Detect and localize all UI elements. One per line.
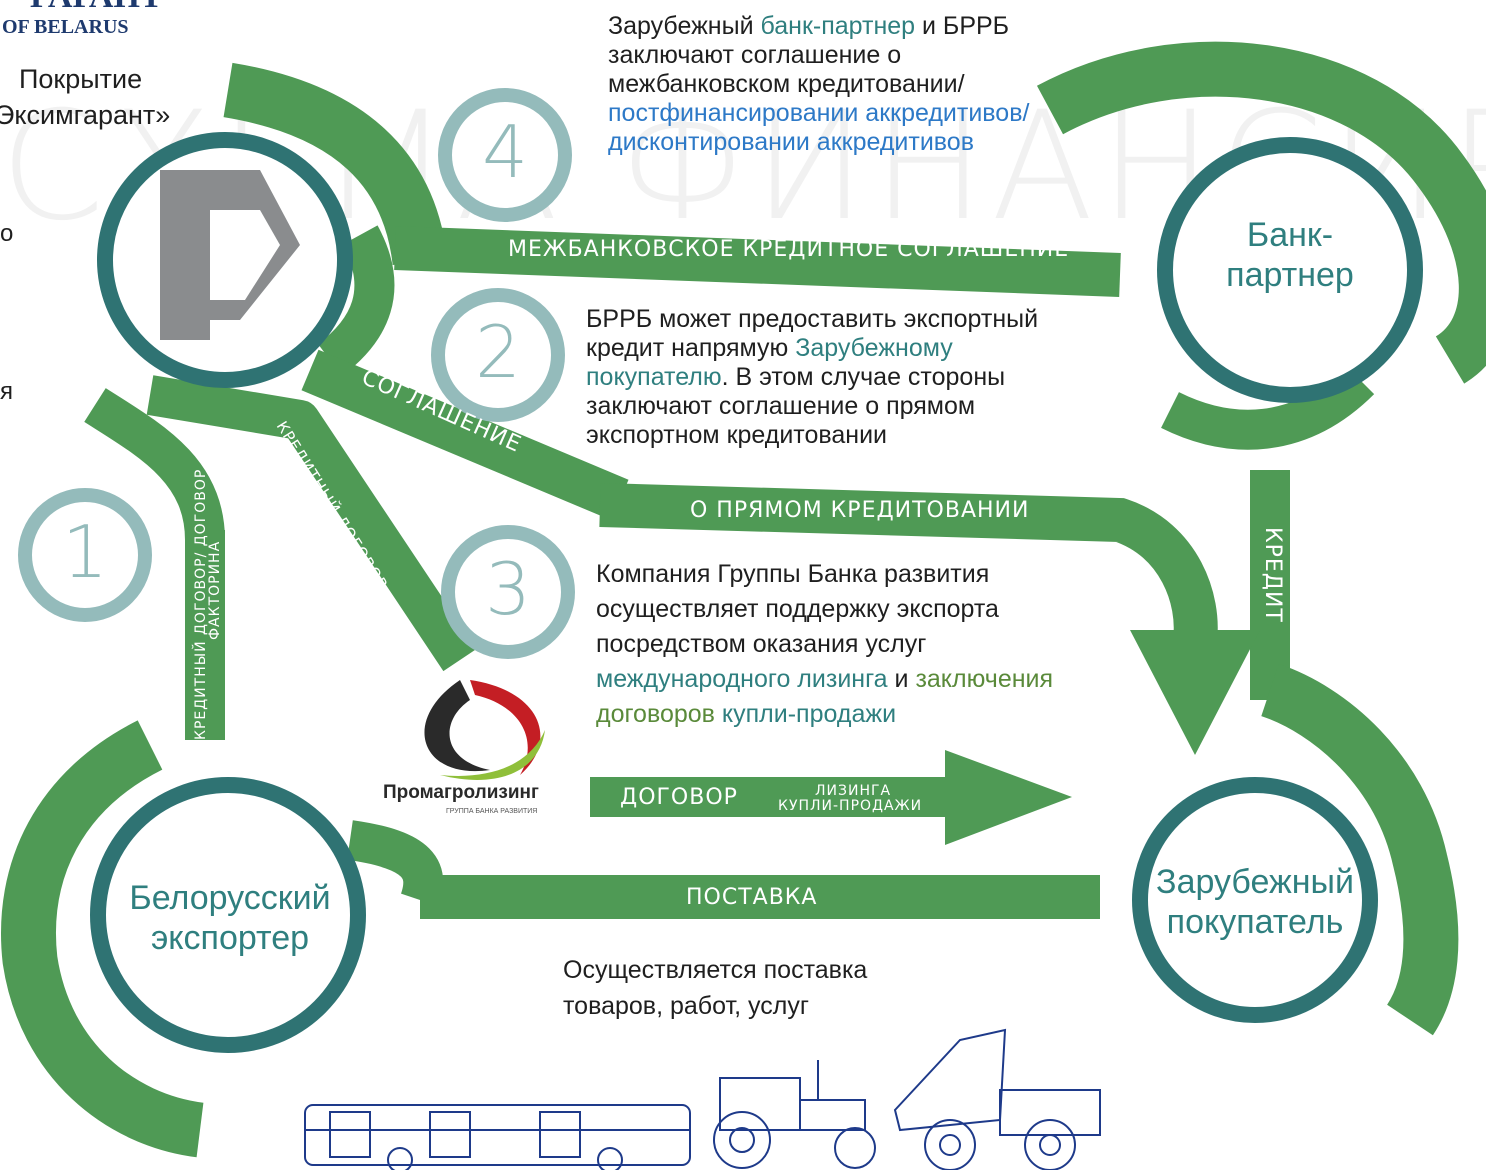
step-3-highlight-contracts: заключения договоров [596, 665, 1054, 728]
band-label-sale: КУПЛИ-ПРОДАЖИ [778, 798, 923, 814]
buyer-label: Зарубежный покупатель [1156, 863, 1354, 941]
band-label-credit-factoring-2: ФАКТОРИНА [207, 540, 223, 640]
step-2-circle [431, 288, 565, 422]
ring-buyer [1132, 777, 1378, 1023]
edge-letter-1: о [0, 220, 14, 247]
band-direct-credit [599, 483, 1218, 643]
step-4-text-p2: и БРРБ заключают соглашение о межбанковс… [608, 12, 1010, 98]
bank-partner-label: Банк-партнер [1226, 216, 1354, 294]
step-3-text-p2: и [887, 665, 916, 693]
edge-letter-2: я [0, 378, 13, 405]
arrow-to-buyer [1130, 630, 1260, 755]
step-4-circle [438, 88, 572, 222]
step-3-text-p3 [715, 700, 722, 728]
supply-note: Осуществляется поставка товаров, работ, … [563, 956, 868, 1020]
logo-sub: OF BELARUS [2, 16, 129, 38]
ring-exporter [90, 777, 366, 1053]
buyer-right-arc [1260, 663, 1459, 1036]
band-credit-contract [146, 375, 477, 672]
band-label-supply: ПОСТАВКА [686, 885, 818, 910]
step-2-text-p1: БРРБ может предоставить экспортный креди… [586, 305, 1039, 362]
band-agreement [301, 349, 629, 521]
exporter-label: Белорусский экспортер [129, 879, 331, 957]
band-interbank-bar [394, 226, 1121, 297]
band-label-credit-factoring-1: КРЕДИТНЫЙ ДОГОВОР/ ДОГОВОР [193, 468, 209, 740]
step-3-number: 3 [485, 547, 531, 631]
node-exporter: Белорусский экспортер [110, 878, 350, 958]
band-label-leasing: ЛИЗИНГА [815, 783, 892, 799]
step-1-circle [18, 488, 152, 622]
step-2-highlight-buyer: Зарубежному покупателю [586, 334, 953, 391]
band-label-contract: ДОГОВОР [620, 785, 738, 810]
arrow-contract [945, 750, 1072, 845]
brrb-logo [160, 170, 300, 340]
step-4-highlight-post: постфинансировании аккредитивов/ дисконт… [608, 99, 1030, 156]
band-label-credit: КРЕДИТ [1260, 527, 1285, 623]
promagroleasing-logo [424, 680, 545, 780]
step-2-text-p2: . В этом случае стороны заключают соглаш… [586, 363, 1006, 449]
band-left-arc [84, 388, 225, 541]
bus-icon [304, 1104, 691, 1170]
step-3-text: Компания Группы Банка развития осуществл… [596, 557, 1066, 732]
leasing-sub: ГРУППА БАНКА РАЗВИТИЯ [446, 808, 538, 815]
brrb-right-arc [317, 225, 395, 376]
title-line2: «Эксимгарант» [0, 100, 171, 130]
step-3-text-p1: Компания Группы Банка развития осуществл… [596, 560, 999, 658]
exporter-outer-arc [1, 720, 205, 1158]
step-3-highlight-sale: купли-продажи [721, 700, 897, 728]
step-4-text-p1: Зарубежный [608, 12, 761, 40]
step-2-number: 2 [475, 310, 521, 394]
step-4-text: Зарубежный банк-партнер и БРРБ заключают… [608, 12, 1058, 157]
step-3-circle [441, 525, 575, 659]
bank-lower-arc [1161, 365, 1375, 450]
step-4-number: 4 [482, 110, 528, 194]
step-1-number: 1 [62, 510, 108, 594]
node-bank-partner: Банк-партнер [1195, 215, 1385, 295]
bank-outer-arc [1036, 41, 1486, 384]
logo-text: ГАРАНТ [30, 0, 163, 16]
leasing-name: Промагролизинг [383, 782, 539, 803]
step-3-highlight-leasing: международного лизинга [596, 665, 888, 693]
ring-bank [1157, 137, 1423, 403]
band-label-direct-credit: О ПРЯМОМ КРЕДИТОВАНИИ [690, 498, 1030, 523]
tractor-icon [713, 1060, 876, 1169]
step-4-highlight-bank: банк-партнер [760, 12, 916, 40]
node-buyer: Зарубежный покупатель [1150, 862, 1360, 942]
dump-truck-icon [893, 1028, 1101, 1170]
band-label-interbank: МЕЖБАНКОВСКОЕ КРЕДИТНОЕ СОГЛАШЕНИЕ [508, 237, 1070, 262]
step-2-text: БРРБ может предоставить экспортный креди… [586, 305, 1096, 450]
title-line1: Покрытие [19, 64, 143, 94]
